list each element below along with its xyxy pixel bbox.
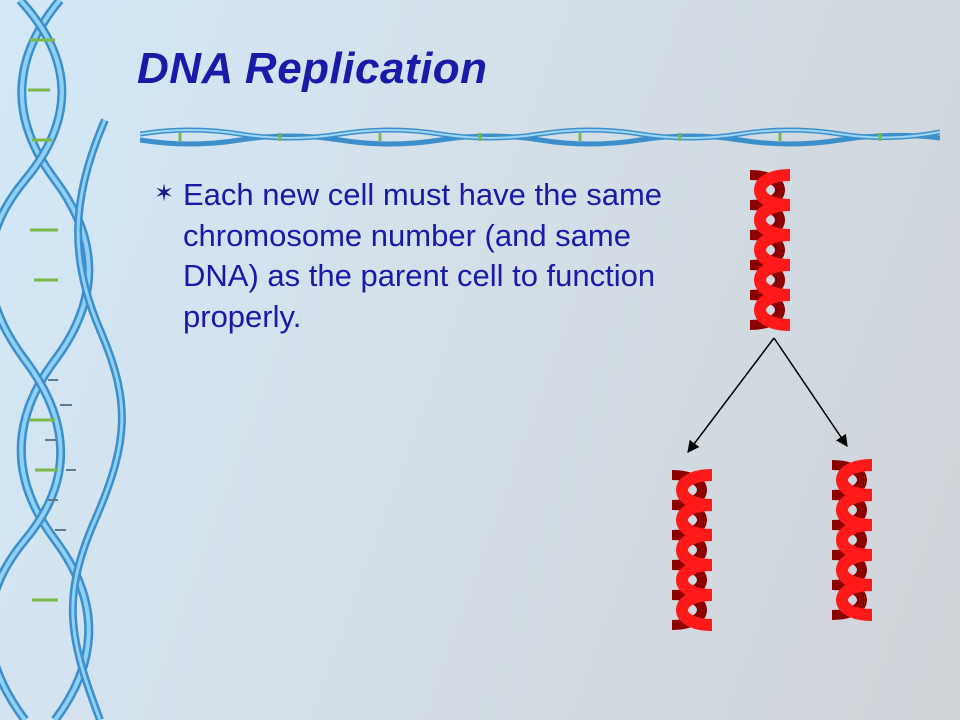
arrow-icon (687, 337, 848, 453)
parent-dna-helix-icon (750, 175, 790, 325)
horizontal-dna-strand-icon (140, 127, 940, 147)
star-bullet-icon: ✶ (154, 179, 175, 207)
dna-replication-diagram (640, 160, 920, 640)
bullet-text: Each new cell must have the same chromos… (183, 177, 663, 334)
daughter-dna-helix-icon (672, 475, 712, 625)
slide-title: DNA Replication (137, 44, 488, 93)
daughter-dna-helix-icon (832, 465, 872, 615)
side-dna-strand-icon (0, 0, 126, 720)
